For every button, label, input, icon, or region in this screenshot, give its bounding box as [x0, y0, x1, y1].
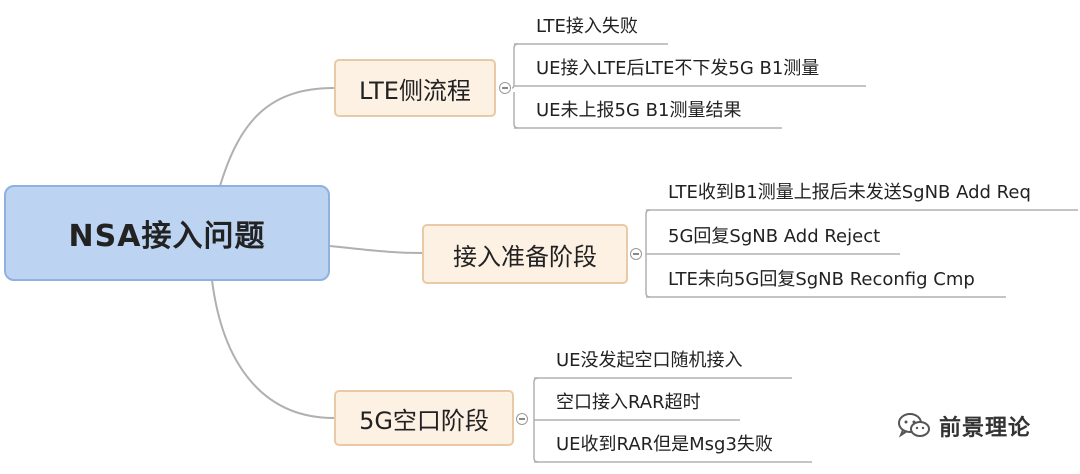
- branch-lte-flow[interactable]: LTE侧流程: [334, 59, 496, 117]
- connector-root-5g: [211, 279, 335, 419]
- leaf-rar-timeout[interactable]: 空口接入RAR超时: [556, 392, 701, 413]
- leaf-no-b1-config[interactable]: UE接入LTE后LTE不下发5G B1测量: [536, 58, 820, 79]
- root-topic[interactable]: NSA接入问题: [4, 185, 330, 281]
- leaf-no-b1-report[interactable]: UE未上报5G B1测量结果: [536, 100, 742, 121]
- collapse-icon[interactable]: [499, 82, 511, 94]
- branch-5g-air-label: 5G空口阶段: [359, 406, 489, 435]
- branch-lte-flow-label: LTE侧流程: [359, 76, 471, 105]
- collapse-icon[interactable]: [516, 413, 528, 425]
- leaf-no-sgnb-add-req[interactable]: LTE收到B1测量上报后未发送SgNB Add Req: [668, 182, 1031, 203]
- branch-5g-air[interactable]: 5G空口阶段: [334, 390, 514, 446]
- leaf-lte-access-fail[interactable]: LTE接入失败: [536, 16, 638, 37]
- branch-access-prep[interactable]: 接入准备阶段: [422, 224, 628, 284]
- connector-root-prep: [329, 245, 423, 254]
- root-topic-label: NSA接入问题: [68, 219, 266, 254]
- wechat-icon: [898, 413, 930, 438]
- leaf-no-random-access[interactable]: UE没发起空口随机接入: [556, 350, 743, 371]
- connector-root-lte: [219, 87, 335, 187]
- leaf-no-reconfig-cmp[interactable]: LTE未向5G回复SgNB Reconfig Cmp: [668, 269, 975, 290]
- watermark-text: 前景理论: [939, 416, 1032, 441]
- branch-access-prep-label: 接入准备阶段: [453, 242, 597, 271]
- leaf-sgnb-add-reject[interactable]: 5G回复SgNB Add Reject: [668, 226, 881, 247]
- collapse-icon[interactable]: [630, 248, 642, 260]
- watermark: 前景理论: [897, 408, 1031, 444]
- leaf-msg3-fail[interactable]: UE收到RAR但是Msg3失败: [556, 434, 773, 455]
